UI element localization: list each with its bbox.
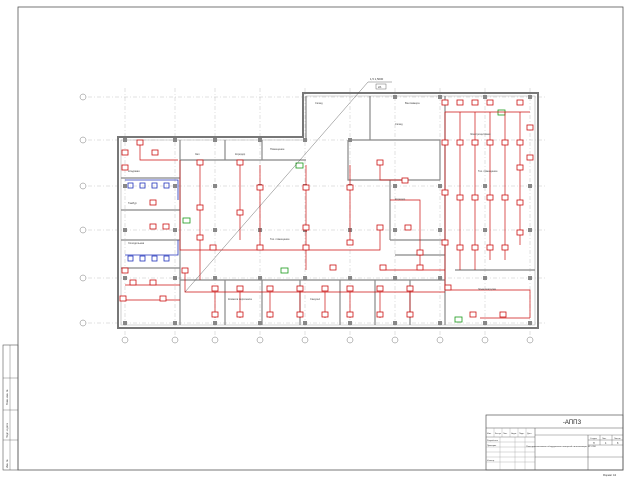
room-label: Электрощитовая [470,132,491,136]
sheet-value: 4 [605,442,607,445]
room-labels: Кладовая Тамбур Холодильная Зал Коридор … [128,101,498,301]
room-label: Тех. помещение [478,169,498,173]
building-outline [117,92,539,329]
room-label: Тамбур [128,201,137,205]
side-stamp: Инв. № Подп. и дата Взам. инв. № [2,344,19,471]
room-label: Помещение [270,147,285,151]
header-cell: Кол.уч [495,433,501,435]
header-cell: Подп. [519,433,525,435]
axis-markers [79,93,534,344]
callout-label: 2/1 [378,85,382,89]
sheet-header: Лист [602,438,606,440]
title-block: -АППЗ Изм. Кол.уч Лист №док Подп. Дата Р… [485,414,624,477]
row-label: Проверил [487,445,497,447]
header-cell: №док [511,432,516,435]
stamp-label: Инв. № [6,459,9,468]
callout-label: 1,5 1,5000 [370,77,384,81]
sheet-format: Формат А3 [603,473,617,477]
room-label: Кладовая [128,169,140,173]
room-label: Зона разгрузки [478,287,497,291]
sheet-value: 8 [617,442,619,445]
room-label: Коридор [395,197,406,201]
room-label: Холодильная [128,241,145,245]
sheet-value: П [593,442,595,445]
room-label: Коридор [235,152,246,156]
room-label: Венткамера [405,101,420,105]
header-cell: Лист [503,433,507,435]
stamp-label: Взам. инв. № [6,389,9,405]
room-label: Комната персонала [228,297,252,301]
room-label: Склад [315,101,323,105]
sheet-header: Листов [614,438,621,440]
leader-callout: 1,5 1,5000 2/1 [184,77,392,293]
room-label: Санузел [310,297,321,301]
green-devices [182,109,506,323]
row-label: Разработал [487,440,499,442]
drawing-description: План расположения оборудования пожарной … [526,445,597,448]
room-label: Склад [395,122,403,126]
project-code: -АППЗ [563,420,582,426]
stamp-label: Подп. и дата [6,423,9,438]
header-cell: Изм. [487,433,492,435]
blue-zone [125,179,179,262]
room-label: Тех. помещение [270,237,290,241]
row-label: Н.контр. [487,460,495,462]
header-cell: Дата [527,433,532,435]
sheet-frame [17,6,624,471]
fire-detectors [119,99,534,318]
sheet-header: Стадия [590,438,597,440]
room-label: Зал [195,152,200,156]
